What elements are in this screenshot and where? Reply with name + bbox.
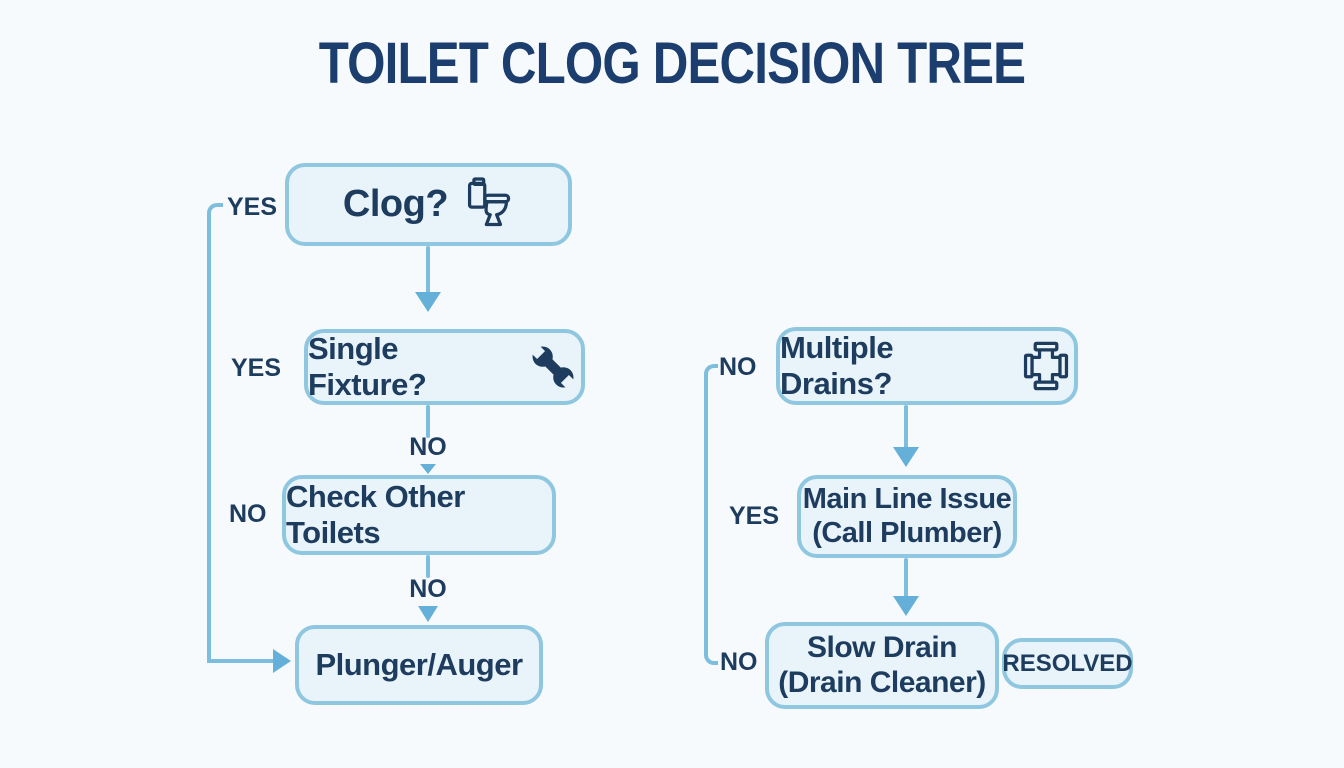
node-main-line-issue-label: Main Line Issue xyxy=(802,483,1012,516)
edge-label-single-fixture-yes: YES xyxy=(231,354,282,382)
node-main-line-issue-sublabel: (Call Plumber) xyxy=(812,516,1002,549)
node-single-fixture: Single Fixture? xyxy=(304,329,585,405)
edge-single-to-check xyxy=(426,405,430,438)
edge-multiple-to-main xyxy=(904,405,908,449)
node-check-other-toilets: Check Other Toilets xyxy=(282,475,556,555)
arrowhead-into-plunger-icon xyxy=(273,649,291,673)
edge-check-to-plunger xyxy=(426,555,430,578)
wrench-icon xyxy=(529,343,577,391)
node-single-fixture-label: Single Fixture? xyxy=(308,331,427,402)
page-title: TOILET CLOG DECISION TREE xyxy=(318,31,1026,96)
node-clog-label: Clog? xyxy=(342,183,449,225)
connector-multiple-no-loop xyxy=(704,364,718,665)
node-slow-drain-lines: Slow Drain (Drain Cleaner) xyxy=(778,631,986,699)
arrowhead-down-icon xyxy=(893,447,919,467)
node-slow-drain: Slow Drain (Drain Cleaner) xyxy=(765,622,999,709)
edge-clog-to-single xyxy=(426,246,430,294)
edge-main-to-slow xyxy=(904,558,908,598)
node-slow-drain-label: Slow Drain xyxy=(806,631,958,665)
arrowhead-down-icon xyxy=(418,606,438,622)
arrowhead-down-icon xyxy=(420,464,436,474)
node-main-line-issue-lines: Main Line Issue (Call Plumber) xyxy=(802,483,1012,549)
arrowhead-down-icon xyxy=(893,596,919,616)
edge-label-slow-drain-no: NO xyxy=(720,648,758,676)
arrowhead-down-icon xyxy=(415,292,441,312)
node-plunger-auger: Plunger/Auger xyxy=(295,625,543,705)
edge-label-check-no-side: NO xyxy=(229,500,267,528)
node-clog: Clog? xyxy=(285,163,572,246)
pipe-cross-icon xyxy=(1023,341,1069,391)
node-main-line-issue: Main Line Issue (Call Plumber) xyxy=(797,475,1017,558)
edge-label-single-fixture-no: NO xyxy=(409,433,447,461)
node-check-other-toilets-label: Check Other Toilets xyxy=(286,479,465,550)
toilet-icon xyxy=(468,176,511,226)
node-multiple-drains: Multiple Drains? xyxy=(776,327,1078,405)
node-multiple-drains-label: Multiple Drains? xyxy=(780,330,894,401)
node-resolved: RESOLVED xyxy=(1002,638,1133,689)
connector-clog-yes-loop xyxy=(207,203,223,663)
edge-label-multiple-drains-no: NO xyxy=(719,353,757,381)
edge-label-clog-yes: YES xyxy=(227,193,278,221)
connector-clog-yes-loop-bottom xyxy=(207,659,275,663)
node-plunger-auger-label: Plunger/Auger xyxy=(315,647,523,682)
edge-label-check-no-down: NO xyxy=(409,575,447,603)
edge-label-main-line-yes: YES xyxy=(729,502,780,530)
node-resolved-label: RESOLVED xyxy=(1002,649,1133,677)
node-slow-drain-sublabel: (Drain Cleaner) xyxy=(778,665,986,699)
